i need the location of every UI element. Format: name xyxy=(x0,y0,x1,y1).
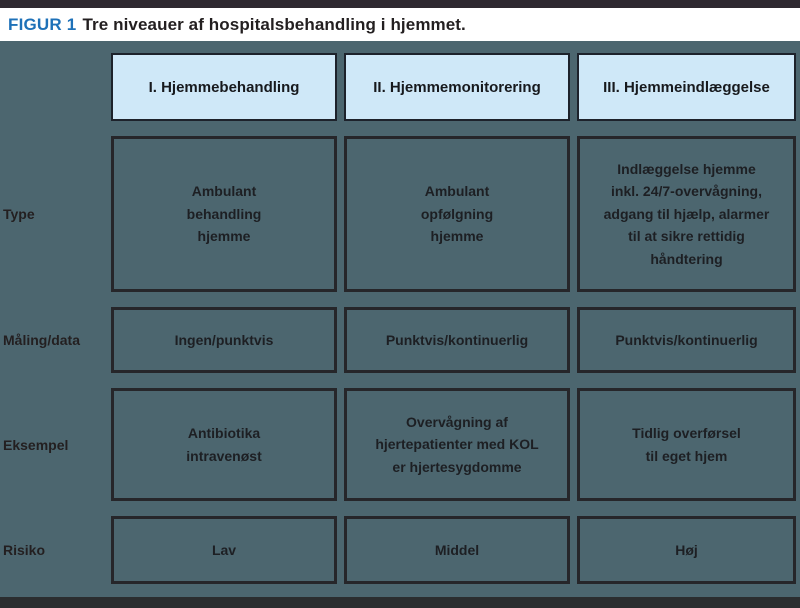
column-header-hjemmeindlaeggelse: III. Hjemmeindlæggelse xyxy=(577,53,796,121)
column-header-hjemmemonitorering: II. Hjemmemonitorering xyxy=(344,53,570,121)
cell-type-hjemmeindlaeggelse: Indlæggelse hjemme inkl. 24/7-overvågnin… xyxy=(577,136,796,292)
cell-type-hjemmebehandling: Ambulant behandling hjemme xyxy=(111,136,337,292)
cell-maaling-hjemmeindlaeggelse: Punktvis/kontinuerlig xyxy=(577,307,796,373)
cell-type-hjemmemonitorering: Ambulant opfølgning hjemme xyxy=(344,136,570,292)
figure-title: Tre niveauer af hospitalsbehandling i hj… xyxy=(82,14,466,34)
cell-eksempel-hjemmeindlaeggelse: Tidlig overførsel til eget hjem xyxy=(577,388,796,501)
cell-maaling-hjemmemonitorering: Punktvis/kontinuerlig xyxy=(344,307,570,373)
row-label-eksempel: Eksempel xyxy=(3,436,69,453)
row-label-risiko: Risiko xyxy=(3,542,46,558)
cell-risiko-hjemmebehandling: Lav xyxy=(111,516,337,584)
cell-maaling-hjemmebehandling: Ingen/punktvis xyxy=(111,307,337,373)
figure-table: I. Hjemmebehandling II. Hjemmemonitoreri… xyxy=(0,53,796,584)
cell-eksempel-hjemmebehandling: Antibiotika intravenøst xyxy=(111,388,337,501)
row-label-type: Type xyxy=(3,206,35,222)
column-header-hjemmebehandling: I. Hjemmebehandling xyxy=(111,53,337,121)
figure-title-band: FIGUR 1 Tre niveauer af hospitalsbehandl… xyxy=(0,8,800,41)
row-label-maaling-data: Måling/data xyxy=(3,332,81,348)
top-divider-bar xyxy=(0,0,800,8)
cell-risiko-hjemmeindlaeggelse: Høj xyxy=(577,516,796,584)
bottom-divider-bar xyxy=(0,597,800,608)
cell-risiko-hjemmemonitorering: Middel xyxy=(344,516,570,584)
cell-eksempel-hjemmemonitorering: Overvågning af hjertepatienter med KOL e… xyxy=(344,388,570,501)
figure-number-label: FIGUR 1 xyxy=(8,14,77,34)
